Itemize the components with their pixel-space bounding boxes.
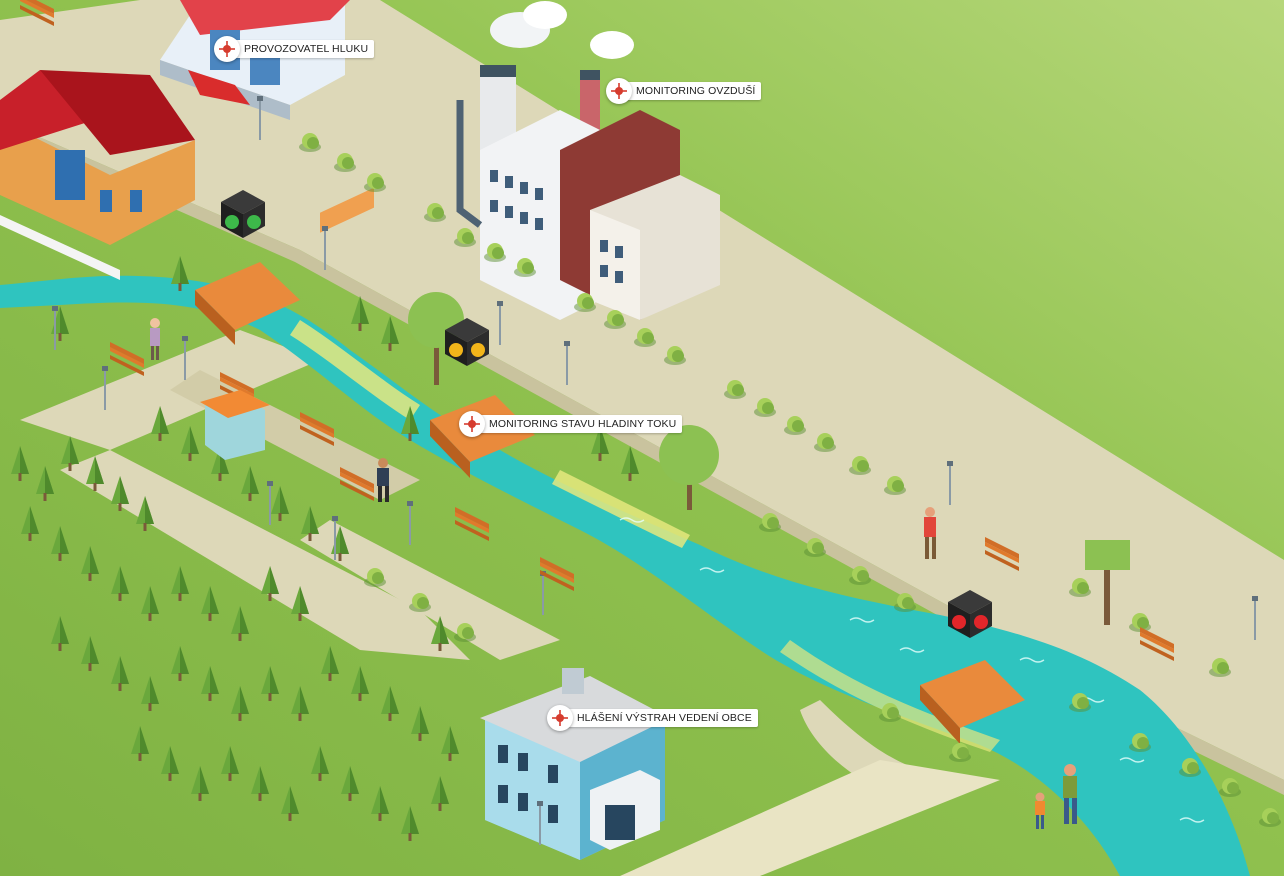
marker-noise-operator[interactable]: PROVOZOVATEL HLUKU [214, 36, 375, 62]
municipal-office-building [480, 668, 670, 860]
crosshair-pin-icon [606, 78, 632, 104]
marker-label: MONITORING OVZDUŠÍ [622, 82, 762, 100]
marker-water-level[interactable]: MONITORING STAVU HLADINY TOKU [459, 411, 683, 437]
people [150, 318, 1077, 829]
crosshair-pin-icon [459, 411, 485, 437]
marker-municipal-alerts[interactable]: HLÁŠENÍ VÝSTRAH VEDENÍ OBCE [547, 705, 758, 731]
crosshair-pin-icon [214, 36, 240, 62]
green-traffic-signal-icon[interactable] [221, 190, 265, 238]
bridge-bottom-right [920, 660, 1025, 744]
house [0, 70, 195, 280]
bridge-top-left [195, 187, 374, 345]
red-traffic-signal-icon[interactable] [948, 590, 992, 638]
yellow-traffic-signal-icon[interactable] [445, 318, 489, 366]
crosshair-pin-icon [547, 705, 573, 731]
marker-label: HLÁŠENÍ VÝSTRAH VEDENÍ OBCE [563, 709, 758, 727]
factory [456, 1, 720, 320]
marker-label: MONITORING STAVU HLADINY TOKU [475, 415, 683, 433]
marker-air-monitoring[interactable]: MONITORING OVZDUŠÍ [606, 78, 762, 104]
kiosk [200, 390, 270, 460]
marker-label: PROVOZOVATEL HLUKU [230, 40, 375, 58]
